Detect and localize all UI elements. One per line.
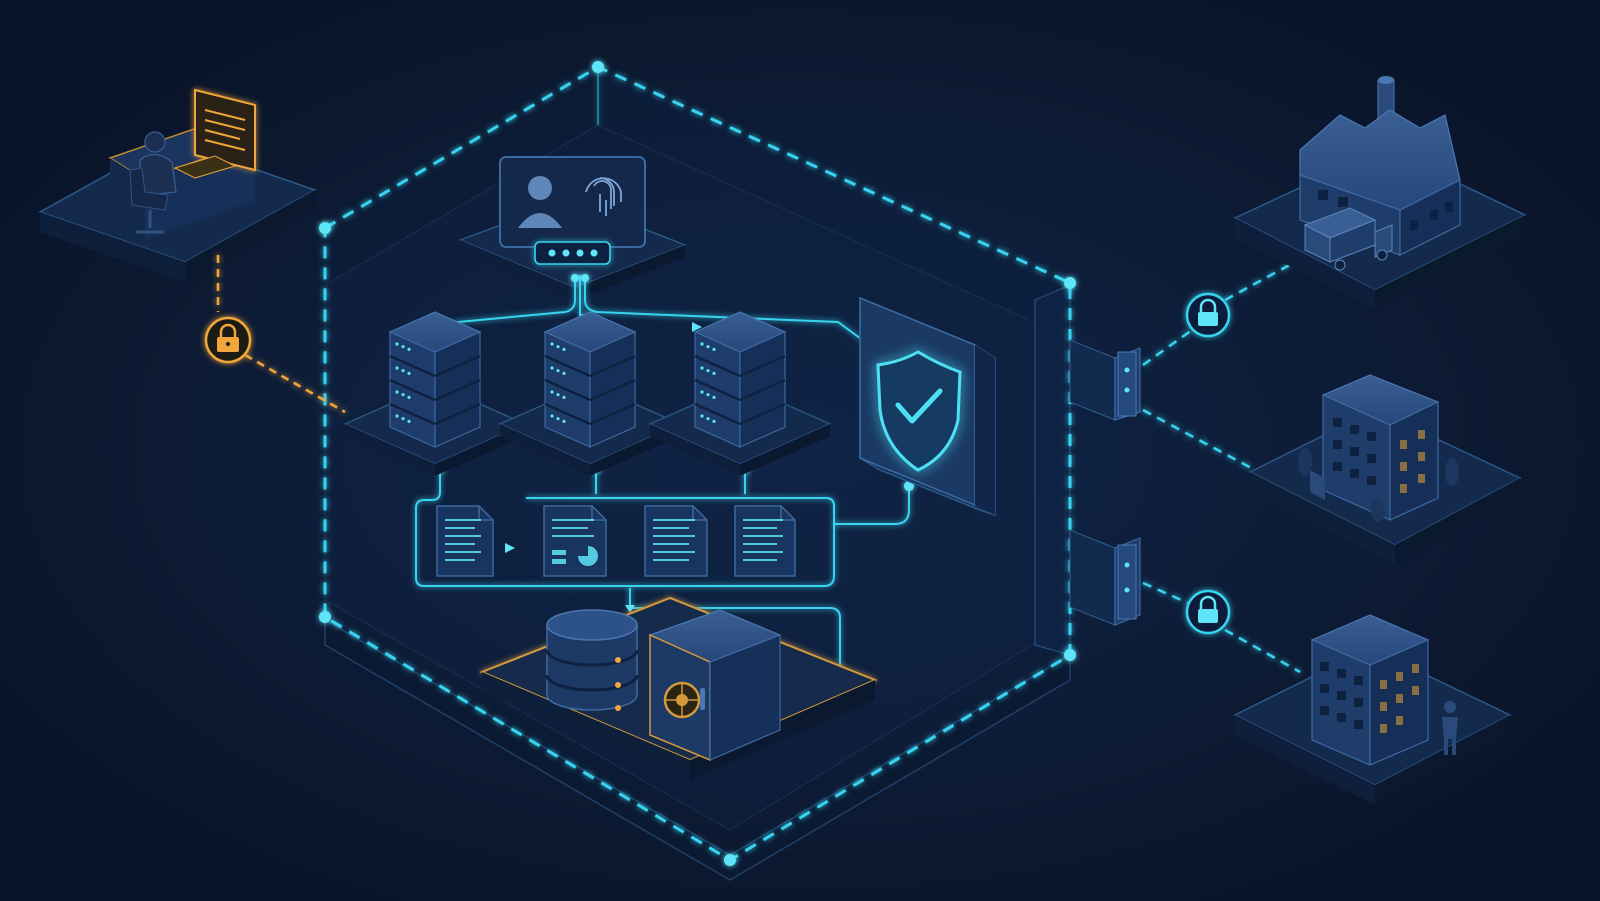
external-dashed-links bbox=[1142, 260, 1301, 674]
gateway-upper bbox=[1069, 339, 1141, 421]
document-row bbox=[436, 505, 796, 577]
amber-secure-link bbox=[216, 255, 346, 414]
person-at-computer-icon bbox=[108, 88, 257, 240]
factory-truck-icon bbox=[1299, 76, 1461, 271]
firewall-gate-icon bbox=[1117, 544, 1137, 620]
lock-icon bbox=[1185, 292, 1231, 338]
gateway-lower bbox=[1069, 529, 1141, 626]
lock-icon bbox=[204, 316, 252, 364]
server-rack-group bbox=[343, 311, 832, 476]
server-icon bbox=[343, 311, 527, 476]
password-dots-icon bbox=[534, 241, 611, 265]
document-icon bbox=[644, 505, 708, 577]
fingerprint-icon bbox=[585, 177, 622, 216]
vault-safe-icon bbox=[648, 609, 782, 762]
firewall-gate-icon bbox=[1117, 351, 1137, 417]
server-icon bbox=[648, 311, 832, 476]
document-icon bbox=[436, 505, 494, 577]
building-person-icon bbox=[1310, 614, 1458, 766]
lock-icon bbox=[1185, 589, 1231, 635]
server-icon bbox=[498, 311, 682, 476]
document-icon bbox=[734, 505, 796, 577]
office-building-icon bbox=[1298, 374, 1459, 522]
user-icon bbox=[518, 176, 562, 228]
report-chart-icon bbox=[543, 505, 607, 577]
database-icon bbox=[545, 609, 639, 711]
perimeter-vertex-dots bbox=[319, 61, 1076, 866]
shield-check-icon bbox=[876, 350, 962, 472]
identity-verification-screen bbox=[499, 156, 646, 265]
